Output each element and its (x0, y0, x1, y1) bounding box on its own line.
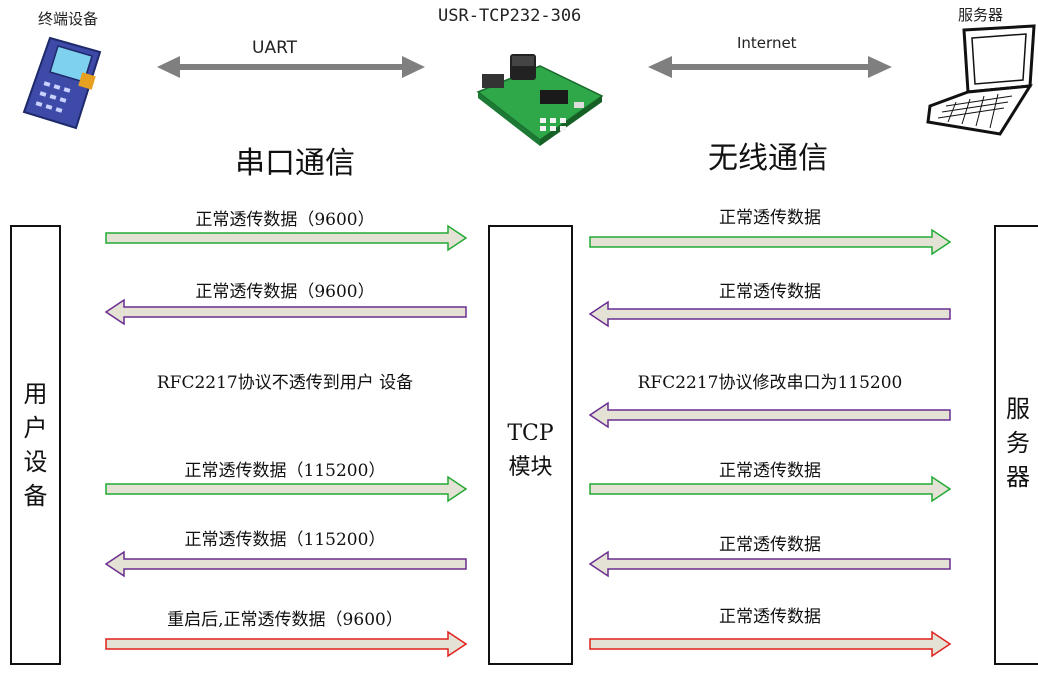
left-arrow-purple (588, 550, 951, 578)
terminal-device-label: 终端设备 (38, 10, 99, 28)
right-arrow-green (105, 224, 468, 252)
tcp-module-line: TCP (507, 421, 554, 446)
user-device-char: 设 (23, 448, 48, 476)
user-device-char: 户 (23, 414, 48, 442)
right-message: 正常透传数据 (719, 282, 821, 302)
server-char: 务 (1006, 429, 1030, 457)
uart-label: UART (252, 38, 298, 58)
uart-double-arrow (157, 56, 425, 78)
right-arrow-green (105, 475, 468, 503)
left-message: 正常透传数据（9600） (195, 282, 375, 302)
right-message: 正常透传数据 (719, 208, 821, 228)
left-message: 正常透传数据（9600） (195, 210, 375, 230)
left-message: 正常透传数据（115200） (184, 530, 386, 550)
left-message: 重启后,正常透传数据（9600） (167, 610, 403, 630)
right-message: 正常透传数据 (719, 607, 821, 627)
left-arrow-purple (588, 401, 951, 429)
left-message: RFC2217协议不透传到用户 设备 (156, 373, 414, 393)
user-device-box: 用 户 设 备 (10, 225, 61, 665)
laptop-icon (926, 24, 1036, 136)
handheld-terminal-icon (22, 36, 102, 130)
wireless-comm-title: 无线通信 (708, 141, 828, 176)
left-message: 正常透传数据（115200） (184, 461, 386, 481)
server-char: 服 (1006, 395, 1030, 423)
module-model-label: USR-TCP232-306 (438, 6, 582, 26)
internet-label: Internet (737, 34, 797, 52)
right-message: 正常透传数据 (719, 535, 821, 555)
left-arrow-purple (588, 300, 951, 328)
user-device-char: 用 (23, 380, 48, 408)
right-message: 正常透传数据 (719, 461, 821, 481)
left-arrow-purple (104, 550, 467, 578)
right-arrow-green (589, 228, 952, 256)
user-device-char: 备 (23, 482, 48, 510)
server-box: 服 务 器 (994, 225, 1038, 665)
module-board-icon (476, 54, 604, 146)
tcp-module-line: 模块 (508, 455, 553, 480)
internet-double-arrow (648, 56, 892, 78)
serial-comm-title: 串口通信 (235, 146, 355, 181)
right-arrow-red (589, 630, 952, 658)
right-message: RFC2217协议修改串口为115200 (637, 373, 903, 393)
right-arrow-red (105, 630, 468, 658)
server-char: 器 (1006, 463, 1030, 491)
server-device-label: 服务器 (958, 6, 1004, 24)
right-arrow-green (589, 475, 952, 503)
tcp-module-box: TCP 模块 (488, 225, 573, 665)
left-arrow-purple (104, 298, 467, 326)
